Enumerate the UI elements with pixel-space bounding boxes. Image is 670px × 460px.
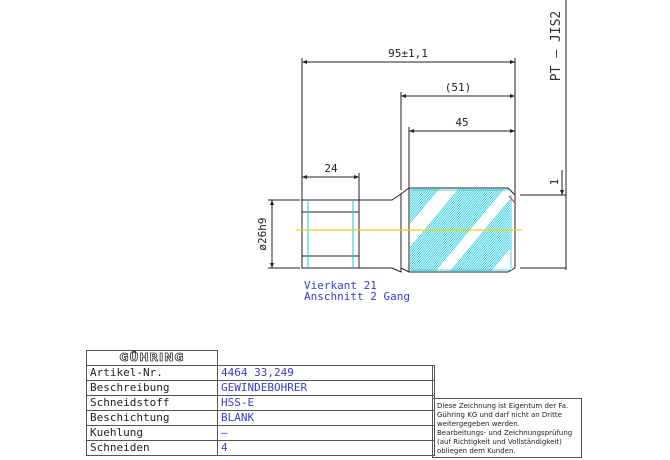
row-label: Kuehlung — [86, 425, 218, 441]
row-value: – — [217, 425, 435, 441]
row-label: Beschichtung — [86, 410, 218, 426]
row-label: Schneiden — [86, 440, 218, 456]
notice-line: (auf Richtigkeit und Vollständigkeit) — [437, 438, 562, 446]
row-label: Artikel-Nr. — [86, 365, 218, 381]
note-chamfer: Anschnitt 2 Gang — [304, 290, 410, 303]
row-label: Beschreibung — [86, 380, 218, 396]
company-logo: GÜHRING — [86, 350, 218, 366]
note-square: Vierkant 21 — [304, 279, 377, 292]
table-row: Schneiden 4 — [86, 440, 435, 456]
notice-line: Gühring KG und darf nicht an Dritte — [437, 411, 562, 419]
table-row: Beschreibung GEWINDEBOHRER — [86, 380, 435, 396]
frame-divider — [432, 366, 433, 398]
dim-square-text: 24 — [324, 162, 338, 175]
dim-overall-text: 95±1,1 — [388, 47, 428, 60]
dim-thread-text: 45 — [455, 116, 468, 129]
row-value: 4 — [217, 440, 435, 456]
title-logo-row: GÜHRING — [86, 350, 435, 366]
notice-line: weitergegeben werden. — [437, 420, 520, 428]
table-row: Kuehlung – — [86, 425, 435, 441]
table-row: Schneidstoff HSS-E — [86, 395, 435, 411]
title-block: GÜHRING Artikel-Nr. 4464 33,249 Beschrei… — [86, 350, 435, 456]
extension-lines — [268, 58, 566, 269]
dim-diameter-text: ø26h9 — [256, 217, 269, 250]
chamfer-mark — [508, 195, 517, 205]
dim-ref-text: (51) — [445, 81, 472, 94]
spec-label: PT – JIS2 — [549, 11, 564, 81]
dim-marker-text: 1 — [548, 179, 561, 186]
notice-line: Diese Zeichnung ist Eigentum der Fa. — [437, 402, 569, 410]
row-value: 4464 33,249 — [217, 365, 435, 381]
ownership-notice: Diese Zeichnung ist Eigentum der Fa. Güh… — [432, 398, 582, 458]
row-value: GEWINDEBOHRER — [217, 380, 435, 396]
row-label: Schneidstoff — [86, 395, 218, 411]
notice-line: Bearbeitungs- und Zeichnungsprüfung — [437, 429, 573, 437]
table-row: Beschichtung BLANK — [86, 410, 435, 426]
tap-body — [301, 187, 516, 273]
row-value: HSS-E — [217, 395, 435, 411]
notice-line: obliegen dem Kunden. — [437, 447, 516, 455]
row-value: BLANK — [217, 410, 435, 426]
thread-lines — [412, 189, 512, 271]
table-row: Artikel-Nr. 4464 33,249 — [86, 365, 435, 381]
